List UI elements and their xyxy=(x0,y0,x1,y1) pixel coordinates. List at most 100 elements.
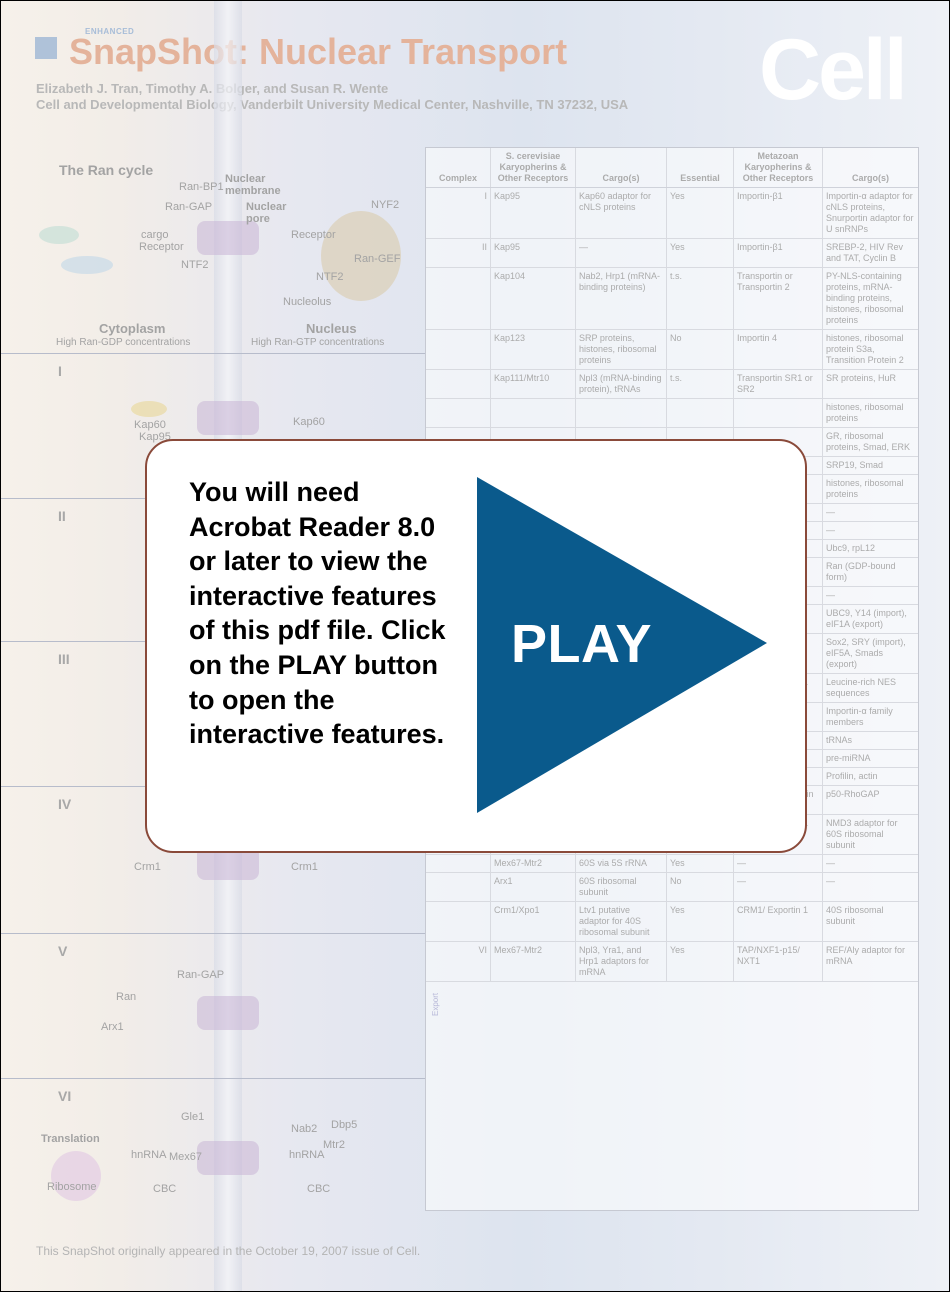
section-divider xyxy=(1,933,426,934)
table-cell xyxy=(426,369,491,399)
cytoplasm-label: Cytoplasm xyxy=(99,321,166,336)
table-cell: histones, ribosomal proteins xyxy=(822,398,918,428)
section-label-v: V xyxy=(58,943,68,959)
nyf2-label: NYF2 xyxy=(371,199,400,211)
table-cell: p50-RhoGAP xyxy=(822,785,918,815)
table-cell: Transportin SR1 or SR2 xyxy=(733,369,823,399)
table-cell: Mex67-Mtr2 xyxy=(490,941,576,982)
table-cell: — xyxy=(822,854,918,873)
section-label-iv: IV xyxy=(58,796,72,812)
table-cell: Nab2, Hrp1 (mRNA-binding proteins) xyxy=(575,267,667,330)
table-cell: 60S via 5S rRNA xyxy=(575,854,667,873)
table-cell: Npl3 (mRNA-binding protein), tRNAs xyxy=(575,369,667,399)
table-cell: SRP proteins, histones, ribosomal protei… xyxy=(575,329,667,370)
export-label: Export xyxy=(431,992,440,1016)
arx1-label: Arx1 xyxy=(101,1021,124,1033)
table-cell xyxy=(666,398,734,428)
receptor-label: Receptor xyxy=(139,241,184,253)
table-cell: Yes xyxy=(666,238,734,268)
table-cell xyxy=(426,267,491,330)
receptor-icon xyxy=(61,256,113,274)
nuclear-pore-icon xyxy=(197,401,259,435)
table-cell xyxy=(575,398,667,428)
table-cell: — xyxy=(822,503,918,522)
rangef-label: Ran-GEF xyxy=(354,253,401,265)
brand-small: ENHANCED xyxy=(85,27,135,36)
table-cell: Yes xyxy=(666,901,734,942)
table-cell: UBC9, Y14 (import), eIF1A (export) xyxy=(822,604,918,634)
table-cell: t.s. xyxy=(666,369,734,399)
table-cell: Kap111/Mtr10 xyxy=(490,369,576,399)
table-cell: Yes xyxy=(666,854,734,873)
table-cell: Kap123 xyxy=(490,329,576,370)
affiliation: Cell and Developmental Biology, Vanderbi… xyxy=(36,97,629,112)
table-row: histones, ribosomal proteins xyxy=(426,398,918,428)
table-cell: Yes xyxy=(666,187,734,239)
table-cell: Kap60 adaptor for cNLS proteins xyxy=(575,187,667,239)
table-cell xyxy=(426,901,491,942)
section-label-vi: VI xyxy=(58,1088,72,1104)
nucleolus-label: Nucleolus xyxy=(283,296,332,308)
cbc-label: CBC xyxy=(153,1183,177,1195)
table-cell: SRP19, Smad xyxy=(822,456,918,475)
table-cell: II xyxy=(426,238,491,268)
ntf2-label: NTF2 xyxy=(181,259,209,271)
table-header: Metazoan Karyopherins & Other Receptors xyxy=(733,148,823,188)
table-cell: Importin-β1 xyxy=(733,238,823,268)
dbp5-label: Dbp5 xyxy=(331,1119,358,1131)
table-cell: NMD3 adaptor for 60S ribosomal subunit xyxy=(822,814,918,855)
table-cell: GR, ribosomal proteins, Smad, ERK xyxy=(822,427,918,457)
table-cell xyxy=(426,329,491,370)
receptor-label: Receptor xyxy=(291,229,336,241)
table-cell: tRNAs xyxy=(822,731,918,750)
nuclear-pore-icon xyxy=(197,221,259,255)
dialog-message: You will need Acrobat Reader 8.0 or late… xyxy=(189,477,446,750)
rangap-label: Ran-GAP xyxy=(165,201,213,213)
nuclear-pore-icon xyxy=(197,1141,259,1175)
journal-logo: Cell xyxy=(759,22,908,118)
table-cell: Kap104 xyxy=(490,267,576,330)
authors: Elizabeth J. Tran, Timothy A. Bolger, an… xyxy=(36,81,389,96)
table-cell: SREBP-2, HIV Rev and TAT, Cyclin B xyxy=(822,238,918,268)
table-cell xyxy=(490,398,576,428)
nuclear-membrane-label: Nuclear membrane xyxy=(225,173,281,197)
table-cell: TAP/NXF1-p15/ NXT1 xyxy=(733,941,823,982)
nuclear-pore-icon xyxy=(197,996,259,1030)
table-cell: Ubc9, rpL12 xyxy=(822,539,918,558)
table-cell: — xyxy=(733,854,823,873)
page-title: SnapShot: Nuclear Transport xyxy=(69,31,568,72)
table-cell: Arx1 xyxy=(490,872,576,902)
section-label-iii: III xyxy=(58,651,70,667)
cytoplasm-sublabel: High Ran-GDP concentrations xyxy=(56,337,191,348)
table-cell: histones, ribosomal protein S3a, Transit… xyxy=(822,329,918,370)
table-header-row: Complex S. cerevisiae Karyopherins & Oth… xyxy=(426,148,918,188)
nucleolus-icon xyxy=(321,211,401,301)
table-cell: Ltv1 putative adaptor for 40S ribosomal … xyxy=(575,901,667,942)
table-cell xyxy=(426,398,491,428)
ran-cycle-label: The Ran cycle xyxy=(59,162,154,178)
table-cell: — xyxy=(822,586,918,605)
hnrna-label: hnRNA xyxy=(131,1149,167,1161)
table-cell: Kap95 xyxy=(490,238,576,268)
table-cell: — xyxy=(822,872,918,902)
table-cell: Npl3, Yra1, and Hrp1 adaptors for mRNA xyxy=(575,941,667,982)
table-header: Cargo(s) xyxy=(822,148,918,188)
table-cell xyxy=(426,872,491,902)
section-divider xyxy=(1,1078,426,1079)
footer-note: This SnapShot originally appeared in the… xyxy=(36,1244,421,1258)
table-cell: Importin-β1 xyxy=(733,187,823,239)
translation-label: Translation xyxy=(41,1133,100,1145)
acrobat-notice-dialog: You will need Acrobat Reader 8.0 or late… xyxy=(145,439,807,853)
section-label-i: I xyxy=(58,363,62,379)
play-button[interactable]: PLAY xyxy=(477,477,767,813)
table-cell: VI xyxy=(426,941,491,982)
section-divider xyxy=(1,353,426,354)
ntf2-label: NTF2 xyxy=(316,271,344,283)
table-cell: Transportin or Transportin 2 xyxy=(733,267,823,330)
